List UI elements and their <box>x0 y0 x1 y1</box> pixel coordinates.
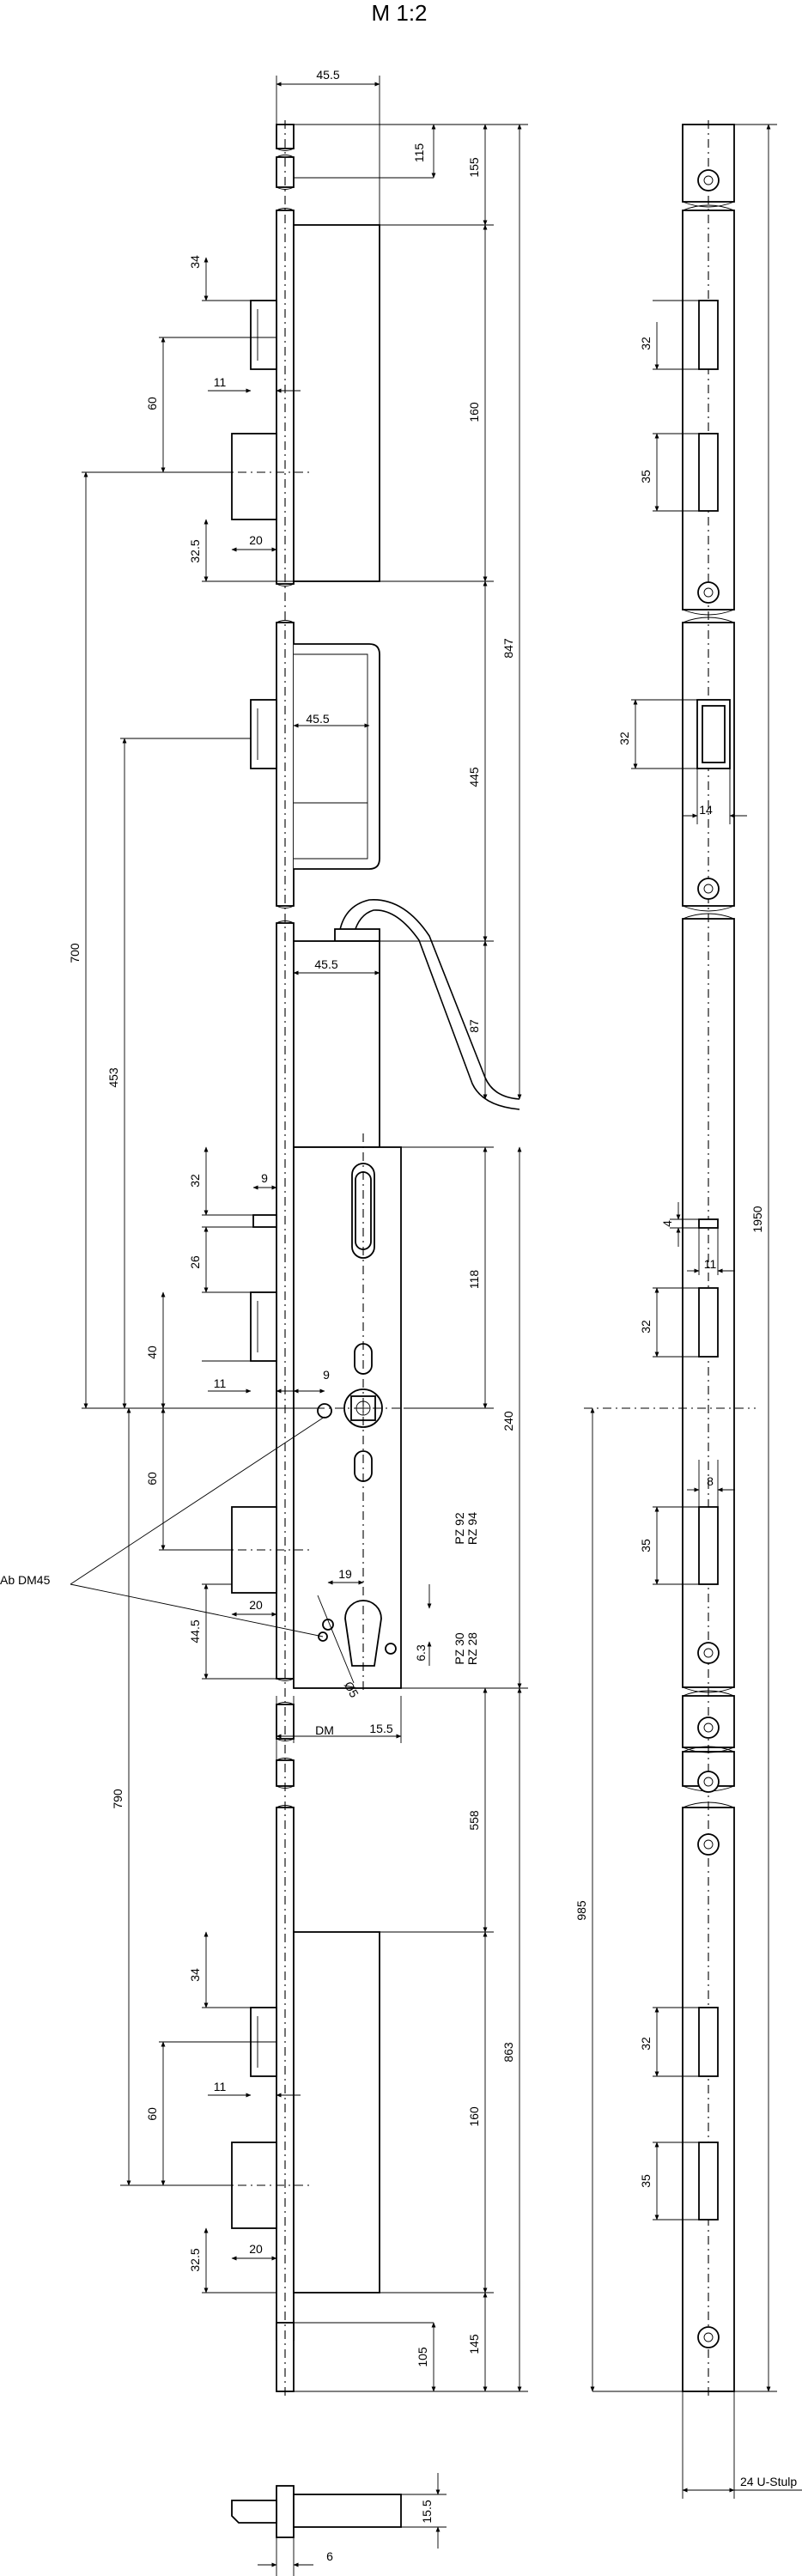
dim-label: 160 <box>467 402 481 422</box>
hook-bolt <box>250 643 380 870</box>
dim-label: 34 <box>188 1968 202 1982</box>
dim-label: 9 <box>261 1171 268 1185</box>
dim-label: 32 <box>639 337 653 350</box>
dim-label: 985 <box>574 1900 588 1921</box>
scale-label: M 1:2 <box>371 0 427 26</box>
cylinder-label-rz94: RZ 94 <box>465 1512 479 1545</box>
dim-label: 35 <box>639 470 653 483</box>
main-lock-body <box>231 940 402 1692</box>
dim-label: 32.5 <box>188 2248 202 2271</box>
bolt-openings <box>696 300 731 2221</box>
dim-label: 32 <box>188 1174 202 1188</box>
dim-label: 20 <box>249 533 263 547</box>
dim-label: 35 <box>639 2174 653 2188</box>
dim-label: 700 <box>68 943 82 963</box>
front-view <box>219 120 520 2396</box>
dim-label: 44.5 <box>188 1619 202 1643</box>
dim-label: 45.5 <box>306 712 329 726</box>
bolt-detail <box>231 2473 447 2576</box>
dim-label: 118 <box>467 1270 481 1290</box>
dim-label: 45.5 <box>314 957 337 971</box>
dim-label: 11 <box>214 2080 227 2093</box>
dim-label: 32 <box>617 732 631 745</box>
lower-bolt-housing <box>231 1931 380 2293</box>
dim-label: 60 <box>145 397 159 410</box>
dim-label: 11 <box>214 1376 227 1390</box>
connecting-cable <box>334 899 520 1110</box>
faceplate-strip <box>276 120 295 2396</box>
dim-label: 20 <box>249 2242 263 2256</box>
dim-label: 847 <box>501 638 515 659</box>
variant-label: Ab DM45 <box>0 1573 51 1587</box>
dm-label: DM <box>315 1723 334 1737</box>
dim-label: 8 <box>707 1474 714 1488</box>
cylinder-label-pz92: PZ 92 <box>453 1512 466 1545</box>
dim-label: 445 <box>467 767 481 787</box>
stulp-label: 24 U-Stulp <box>740 2475 797 2488</box>
dim-label: 32 <box>639 2037 653 2050</box>
dim-label: 558 <box>467 1810 481 1831</box>
dim-label: 6 <box>326 2549 333 2563</box>
dim-label: 4 <box>660 1220 674 1227</box>
dim-label: 240 <box>501 1411 515 1431</box>
dimension-lines <box>70 82 522 2392</box>
dim-label: 14 <box>699 803 713 817</box>
dim-label: 145 <box>467 2334 481 2354</box>
dim-label: 34 <box>188 255 202 269</box>
dim-label: 9 <box>323 1368 330 1382</box>
dim-label: 20 <box>249 1598 263 1612</box>
dim-label: 40 <box>145 1346 159 1359</box>
dim-label: 26 <box>188 1255 202 1269</box>
dim-label: 160 <box>467 2106 481 2127</box>
dim-label: 60 <box>145 2107 159 2121</box>
cylinder-label-pz30: PZ 30 <box>453 1632 466 1665</box>
dim-label: 1950 <box>750 1206 764 1232</box>
dim-label: 115 <box>412 143 426 163</box>
dim-label: 863 <box>501 2042 515 2063</box>
screw-holes <box>697 169 720 2348</box>
dim-label: 155 <box>467 157 481 178</box>
dim-label: 35 <box>639 1539 653 1552</box>
dim-label: 105 <box>416 2347 429 2367</box>
dim-label: 87 <box>467 1019 481 1033</box>
dim-label: 11 <box>704 1257 717 1271</box>
cylinder-label-rz28: RZ 28 <box>465 1632 479 1665</box>
dim-label: 45.5 <box>316 68 339 82</box>
dim-label: 6.3 <box>414 1644 428 1662</box>
dim-label: 453 <box>106 1067 120 1088</box>
dimension-labels: 45.5 115 155 34 60 11 160 20 32.5 700 84… <box>0 68 797 2563</box>
upper-bolt-housing <box>231 224 380 582</box>
dim-label: 15.5 <box>369 1722 392 1735</box>
dim-label: 60 <box>145 1472 159 1485</box>
dim-label: 790 <box>111 1789 125 1809</box>
dim-label: 15.5 <box>420 2500 434 2523</box>
dim-label: 32.5 <box>188 539 202 562</box>
side-dimension-lines <box>590 124 802 2499</box>
dim-label: 19 <box>338 1567 352 1581</box>
dim-label: 11 <box>214 375 227 389</box>
dim-label: 32 <box>639 1320 653 1334</box>
side-view <box>584 120 756 2396</box>
